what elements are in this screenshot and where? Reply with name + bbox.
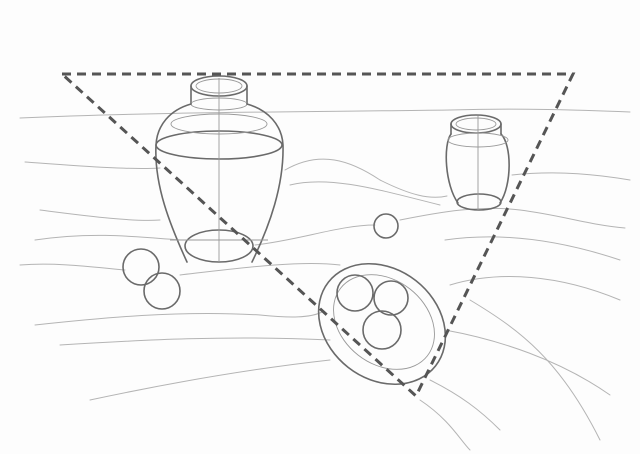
small-jar [445, 114, 510, 211]
apples-left [122, 213, 399, 310]
cloth-folds [19, 108, 631, 451]
fruit-plate [317, 262, 447, 386]
large-jar [155, 75, 284, 263]
composition-triangle-guide [58, 72, 576, 399]
